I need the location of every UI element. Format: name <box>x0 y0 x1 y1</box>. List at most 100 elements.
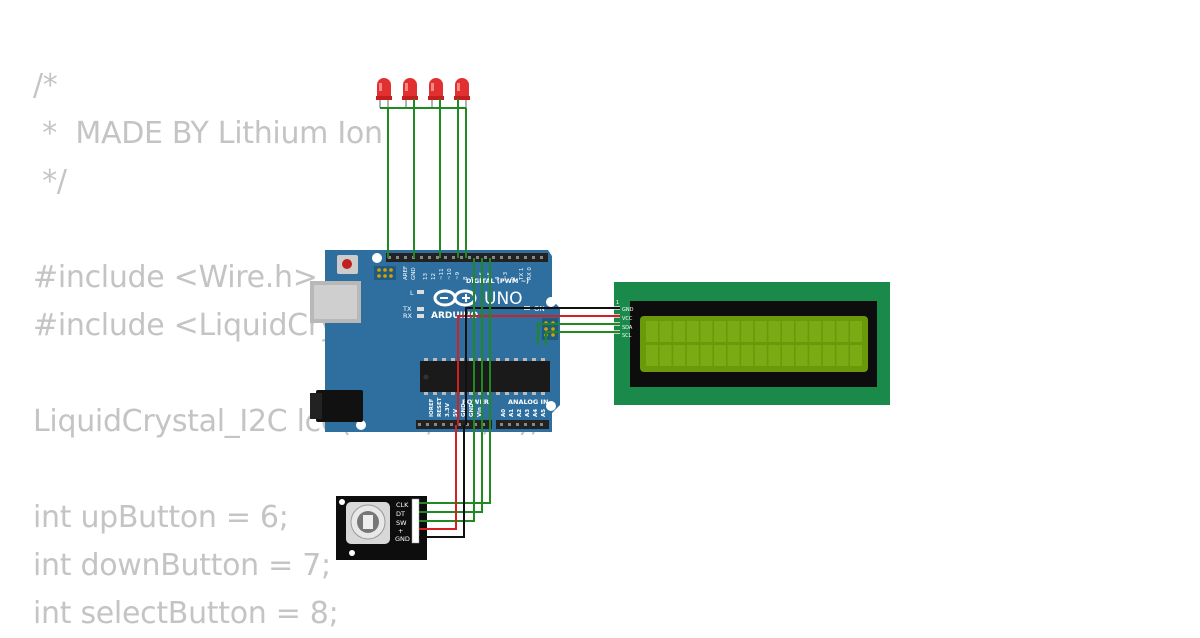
wire-lcd-scl[interactable] <box>545 331 620 345</box>
header-pin <box>466 423 469 426</box>
lcd-character-grid <box>646 321 862 366</box>
v5-label: 5V <box>453 408 459 417</box>
analog-pin-label: A1 <box>509 409 515 417</box>
wire-lcd-gnd[interactable] <box>465 307 620 425</box>
digital-pin-label: ~10 <box>447 268 453 280</box>
header-pin <box>476 256 479 259</box>
wire-encoder-vcc[interactable] <box>419 425 457 530</box>
header-pin <box>452 256 455 259</box>
chip-leg <box>541 392 545 395</box>
lcd-char-cell <box>727 345 740 366</box>
led-3[interactable] <box>428 78 444 108</box>
lcd-char-cell <box>700 321 713 342</box>
ioref-label: IOREF <box>429 398 435 417</box>
arduino-uno[interactable]: ARDUINO UNO DIGITAL (PWM ~) ANALOG IN PO… <box>310 250 560 432</box>
led-2[interactable] <box>402 78 418 108</box>
digital-header-label: DIGITAL (PWM ~) <box>466 277 529 285</box>
aref-label: AREF <box>403 266 409 280</box>
header-pin <box>436 256 439 259</box>
lcd-char-cell <box>768 345 781 366</box>
wire-encoder-dt[interactable] <box>419 258 483 513</box>
chip-leg <box>478 392 482 395</box>
lcd-char-cell <box>754 345 767 366</box>
arduino-brand-label: ARDUINO <box>431 311 479 321</box>
arduino-model-label: UNO <box>484 289 523 309</box>
code-line: int upButton = 6; <box>33 500 289 535</box>
digital-pin-label: 13 <box>423 273 429 280</box>
lcd-char-cell <box>741 321 754 342</box>
chip-leg <box>505 392 509 395</box>
chip-leg <box>496 392 500 395</box>
encoder-pin-dt-label: DT <box>396 510 405 518</box>
lcd-char-cell <box>741 345 754 366</box>
header-pin <box>468 256 471 259</box>
header-pin <box>540 256 543 259</box>
led-1[interactable] <box>376 78 392 108</box>
chip-leg <box>523 392 527 395</box>
lcd-char-cell <box>809 321 822 342</box>
gnd-power-label-2: GND <box>469 403 475 417</box>
led-4[interactable] <box>454 78 470 108</box>
lcd-pin-vcc-label: VCC <box>622 316 633 322</box>
lcd-char-cell <box>646 345 658 366</box>
mount-hole <box>546 401 556 411</box>
mount-hole <box>372 253 382 263</box>
code-line: #include <Wire.h> <box>33 260 318 295</box>
lcd-char-cell <box>727 321 740 342</box>
analog-pin-label: A0 <box>501 409 507 417</box>
tx-label: TX <box>402 305 412 313</box>
reset-button-cap[interactable] <box>342 259 352 269</box>
header-pin <box>482 423 485 426</box>
wire-encoder-sw[interactable] <box>419 258 475 522</box>
lcd-pin-marker: 1 <box>616 300 619 306</box>
lcd-1602-i2c[interactable]: 1 GND VCC SDA SCL <box>614 282 890 405</box>
mount-hole <box>546 297 556 307</box>
bottom-header-pins <box>418 423 543 426</box>
v33-label: 3.3V <box>445 402 451 417</box>
encoder-pin-vcc-label: + <box>398 527 403 535</box>
power-header-label: POWER <box>462 398 489 406</box>
digital-pin-label: ~9 <box>455 271 461 280</box>
digital-pin-label: 8 <box>463 276 469 280</box>
header-pin <box>426 423 429 426</box>
wire-encoder-clk[interactable] <box>419 258 491 504</box>
chip-leg <box>469 392 473 395</box>
power-jack-front <box>310 393 322 419</box>
lcd-char-cell <box>850 321 862 342</box>
lcd-char-cell <box>673 345 686 366</box>
header-pin <box>434 423 437 426</box>
chip-leg <box>433 358 437 361</box>
header-pin <box>420 256 423 259</box>
header-pin <box>540 423 543 426</box>
led-group <box>376 78 470 108</box>
code-line: int selectButton = 8; <box>33 596 339 631</box>
chip-leg <box>514 392 518 395</box>
chip-leg <box>451 358 455 361</box>
lcd-char-cell <box>754 321 767 342</box>
lcd-char-cell <box>795 345 808 366</box>
encoder-hole <box>339 499 345 505</box>
encoder-pin-header <box>411 498 420 544</box>
header-pin <box>500 256 503 259</box>
header-pin <box>492 256 495 259</box>
lcd-char-cell <box>782 345 794 366</box>
rotary-encoder-ky040[interactable]: CLK DT SW + GND <box>336 496 427 560</box>
l-led <box>417 290 424 294</box>
header-pin <box>532 423 535 426</box>
atmega-chip <box>420 361 550 392</box>
wire-encoder-gnd[interactable] <box>419 425 465 538</box>
header-pin <box>442 423 445 426</box>
wire-lcd-sda[interactable] <box>537 323 620 345</box>
lcd-char-cell <box>700 345 713 366</box>
mount-hole <box>356 420 366 430</box>
encoder-pin-gnd-label: GND <box>395 535 410 543</box>
lcd-char-cell <box>836 321 849 342</box>
header-pin <box>474 423 477 426</box>
lcd-pin-scl-label: SCL <box>622 333 632 339</box>
analog-header <box>496 420 549 429</box>
wire-lcd-vcc[interactable] <box>457 315 620 425</box>
analog-header-label: ANALOG IN <box>508 398 548 406</box>
chip-leg <box>532 392 536 395</box>
lcd-char-cell <box>659 345 672 366</box>
analog-pin-label: A5 <box>541 409 547 417</box>
